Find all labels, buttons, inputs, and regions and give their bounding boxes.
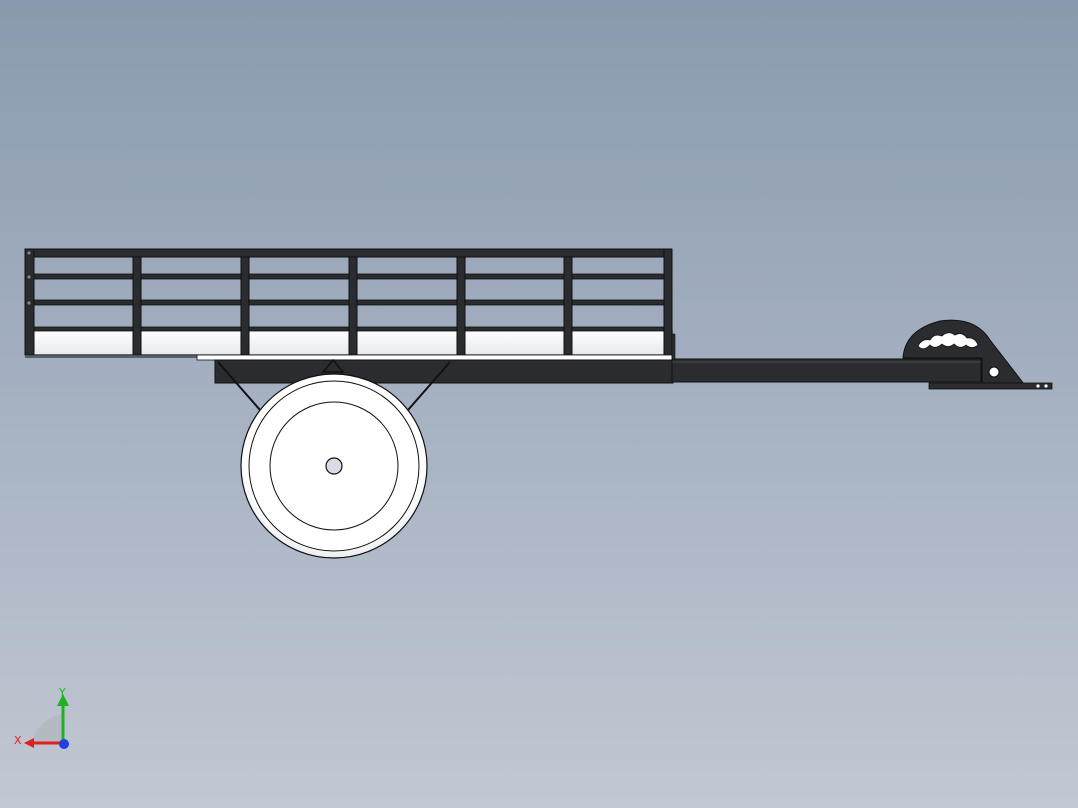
cargo-bed-rails (24, 248, 673, 358)
y-axis-label: Y (58, 686, 66, 699)
top-rail (24, 248, 673, 258)
strut-mount (321, 358, 345, 373)
tongue-end-plate (671, 333, 676, 360)
hitch-adjust-slot (917, 332, 979, 350)
axle-beam (214, 359, 674, 384)
reference-triad[interactable]: Y X (10, 686, 80, 756)
z-axis-dot (59, 739, 69, 749)
wheel (240, 373, 428, 559)
tongue-beam (671, 358, 982, 383)
x-axis-arrow (24, 738, 34, 748)
hitch-pin-hole (988, 366, 1000, 378)
post-6 (563, 256, 573, 356)
triad-quadrant (32, 714, 62, 744)
post-5 (456, 256, 466, 356)
post-4 (348, 256, 358, 356)
strut-left (217, 361, 261, 411)
hitch-base-plate (928, 382, 1053, 390)
y-axis-arrow (57, 694, 69, 706)
post-2 (132, 256, 142, 356)
x-axis-label: X (14, 734, 22, 747)
post-3 (240, 256, 250, 356)
main-beam (196, 354, 673, 361)
strut-right (407, 361, 451, 411)
post-7 (663, 248, 673, 356)
hitch-assembly (902, 319, 1053, 390)
hub (325, 457, 343, 475)
